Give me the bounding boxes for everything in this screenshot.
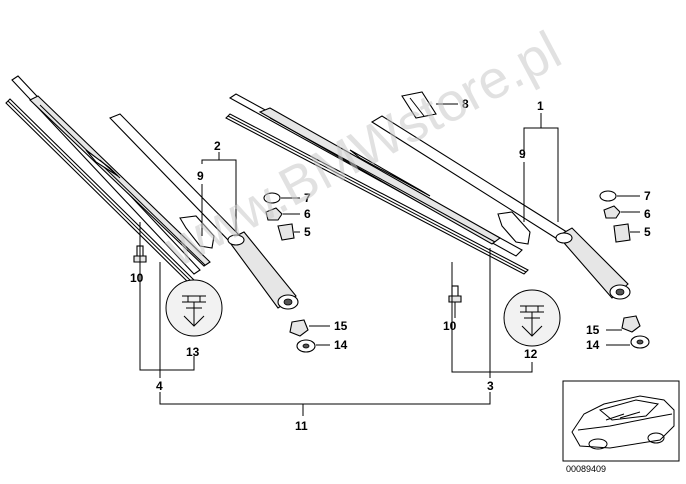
connector-part-8 (401, 91, 437, 119)
right-wiper-blade (228, 93, 523, 257)
callout-14-right: 14 (586, 338, 600, 352)
callout-9-right: 9 (519, 147, 526, 161)
callout-5-left: 5 (304, 225, 311, 239)
left-wiper-blade (11, 75, 211, 275)
callout-10-right: 10 (443, 319, 457, 333)
nut-6-right (603, 205, 621, 219)
callout-12: 12 (524, 347, 538, 361)
callout-2: 2 (214, 139, 221, 153)
left-wiper-refill (5, 98, 197, 287)
callout-10-left: 10 (130, 271, 144, 285)
callout-6-right: 6 (644, 207, 651, 221)
washer-14-right-hole (636, 339, 644, 345)
callout-5-right: 5 (644, 225, 651, 239)
diagram-code: 00089409 (566, 464, 606, 474)
seal-ring-7-left (263, 192, 281, 204)
right-wiper-arm (370, 115, 631, 300)
callout-6-left: 6 (304, 207, 311, 221)
refill-symbol-12 (503, 289, 561, 347)
callout-8: 8 (462, 97, 469, 111)
callout-15-left: 15 (334, 319, 348, 333)
washer-14-left-hole (302, 343, 310, 349)
right-wiper-refill (225, 113, 529, 275)
callout-7-left: 7 (304, 191, 311, 205)
left-wiper-arm (109, 113, 299, 310)
car-thumbnail (562, 380, 680, 462)
callout-11: 11 (295, 419, 308, 433)
callout-9-left: 9 (197, 169, 204, 183)
nut-15-right (621, 315, 641, 333)
seal-ring-7-right (599, 190, 617, 202)
callout-15-right: 15 (586, 323, 600, 337)
refill-symbol-13 (165, 279, 223, 337)
nut-15-left (289, 319, 309, 337)
nut-6-left (265, 207, 283, 221)
screw-10-right (448, 285, 462, 303)
callout-3: 3 (487, 379, 494, 393)
callout-1: 1 (537, 99, 544, 113)
callout-4: 4 (156, 379, 163, 393)
callout-14-left: 14 (334, 338, 348, 352)
right-arm-clip (497, 211, 531, 245)
cap-5-right (613, 223, 631, 243)
callout-7-right: 7 (644, 189, 651, 203)
left-arm-clip (179, 215, 215, 249)
callout-13: 13 (186, 345, 200, 359)
leader-lines (139, 103, 640, 416)
cap-5-left (277, 223, 295, 241)
